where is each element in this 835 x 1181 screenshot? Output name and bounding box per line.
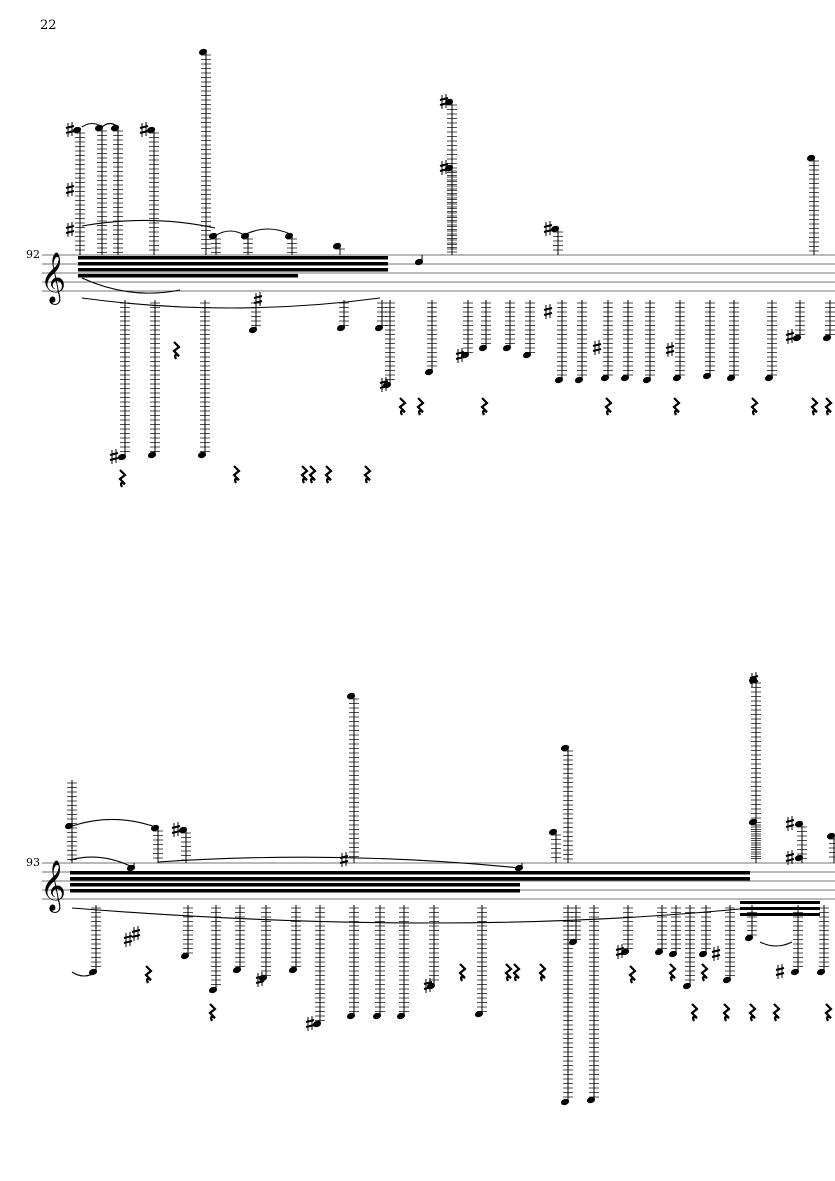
rests-system-2 xyxy=(144,962,833,1023)
measure-number-93: 93 xyxy=(26,856,40,869)
staff-lines xyxy=(42,862,835,900)
measure-number-92: 92 xyxy=(26,248,40,261)
noteheads-system-2 xyxy=(64,675,835,1107)
rests-system-1 xyxy=(118,340,833,489)
beams-system-1 xyxy=(78,256,388,278)
accidentals-system-1 xyxy=(65,93,795,465)
system-1: 𝄞 xyxy=(40,47,835,489)
staff-lines xyxy=(42,254,835,292)
beams-system-2 xyxy=(70,871,820,916)
slurs-system-2 xyxy=(69,818,793,977)
slurs-system-1 xyxy=(81,122,381,309)
treble-clef-icon: 𝄞 xyxy=(40,860,66,913)
page-number: 22 xyxy=(40,18,57,33)
noteheads-system-1 xyxy=(72,47,835,462)
system-2: 𝄞 xyxy=(40,671,835,1107)
treble-clef-icon: 𝄞 xyxy=(40,252,66,305)
accidentals-system-2 xyxy=(123,671,795,1032)
